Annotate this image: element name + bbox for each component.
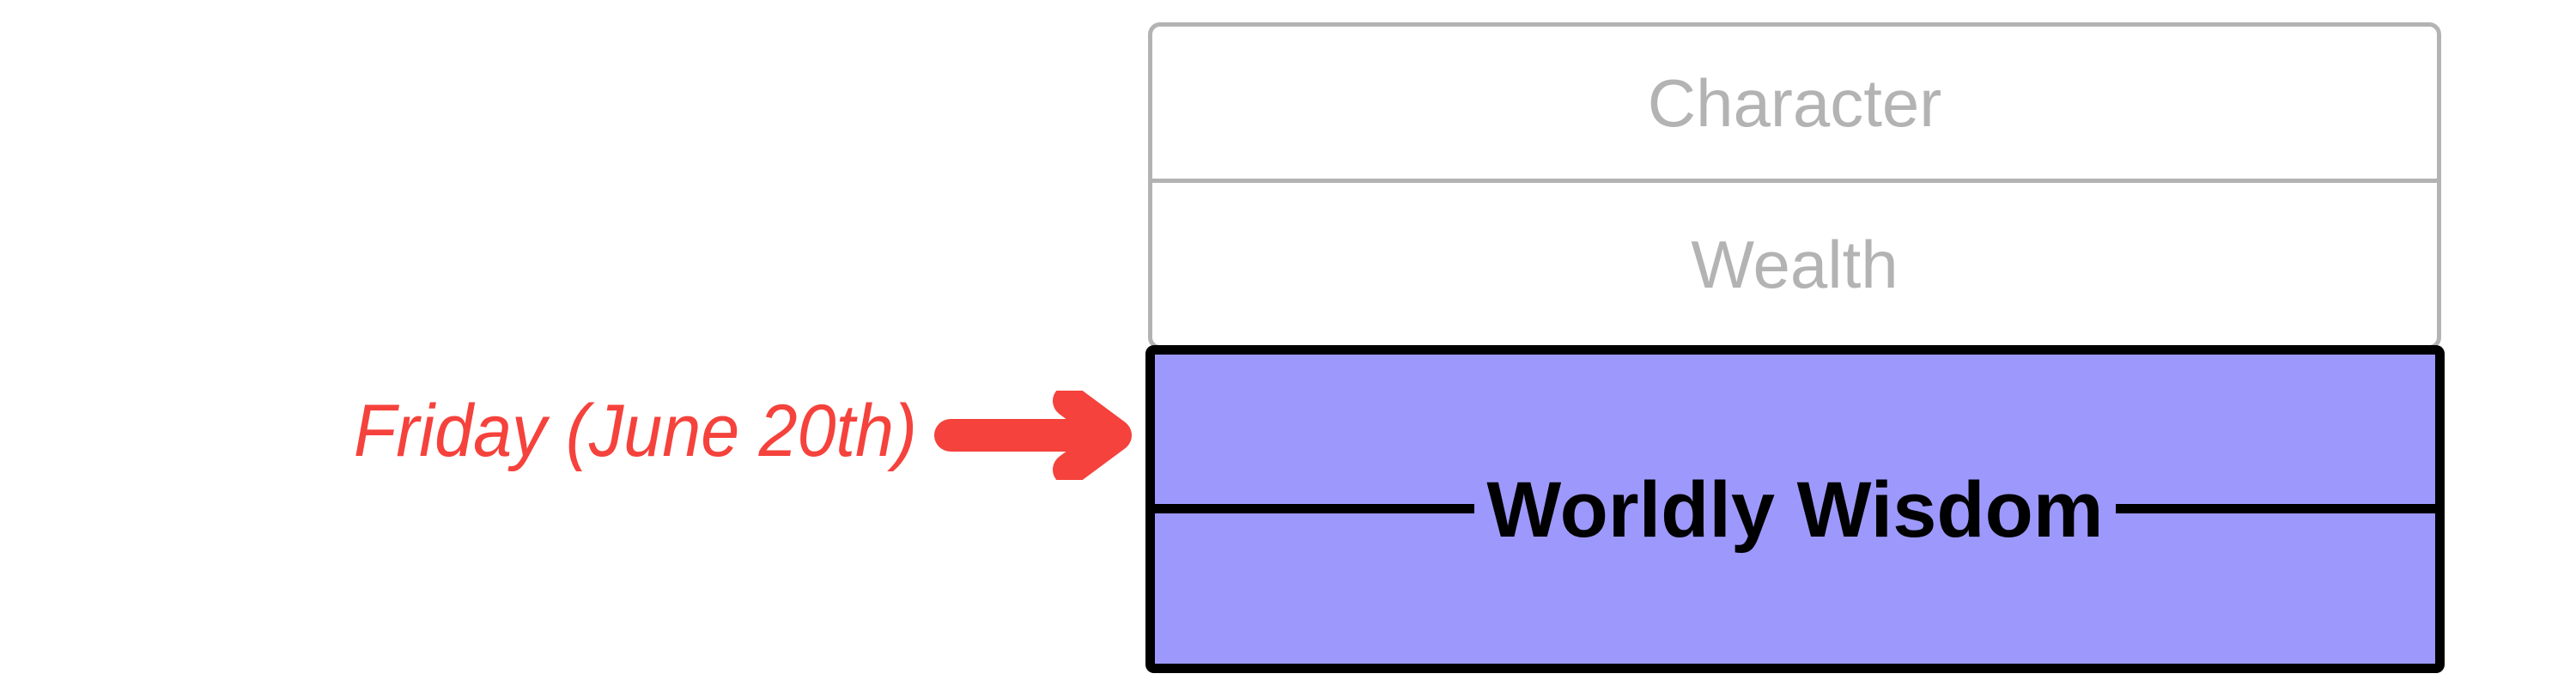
- selected-topic-card-body: Worldly Wisdom: [1155, 355, 2435, 664]
- selected-topic-card[interactable]: Worldly Wisdom: [1145, 345, 2445, 673]
- topic-list-card: Character Wealth: [1148, 22, 2441, 349]
- list-item-character-label: Character: [1647, 64, 1942, 141]
- list-item-wealth-label: Wealth: [1691, 226, 1899, 302]
- annotation-callout: Friday (June 20th): [76, 384, 917, 478]
- list-item-wealth[interactable]: Wealth: [1152, 183, 2437, 345]
- list-item-character[interactable]: Character: [1152, 27, 2437, 183]
- arrow-right-icon: [932, 391, 1146, 480]
- selected-topic-label: Worldly Wisdom: [1474, 470, 2116, 549]
- selected-topic-label-wrap: Worldly Wisdom: [1155, 459, 2435, 561]
- annotation-text: Friday (June 20th): [353, 390, 917, 472]
